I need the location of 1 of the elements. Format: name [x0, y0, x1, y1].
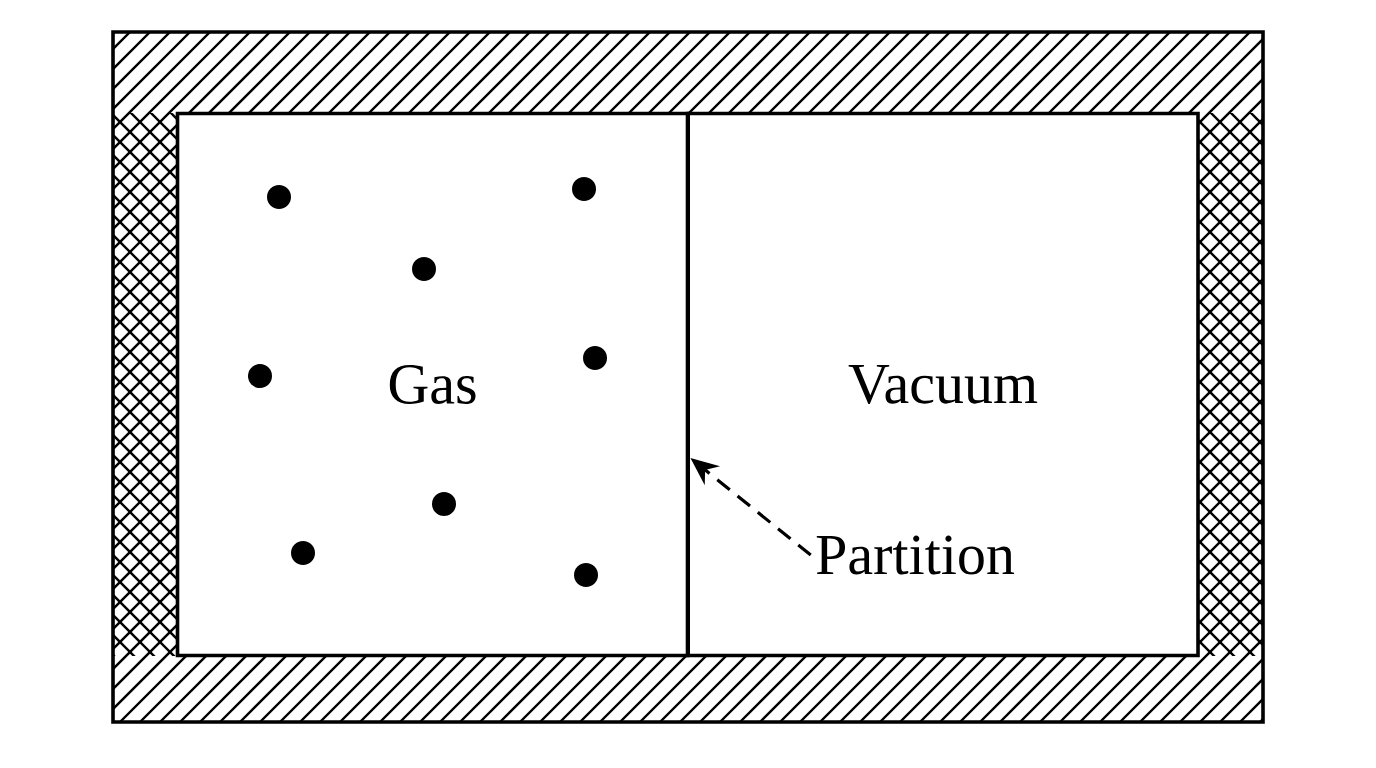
- partition-label: Partition: [816, 535, 1015, 575]
